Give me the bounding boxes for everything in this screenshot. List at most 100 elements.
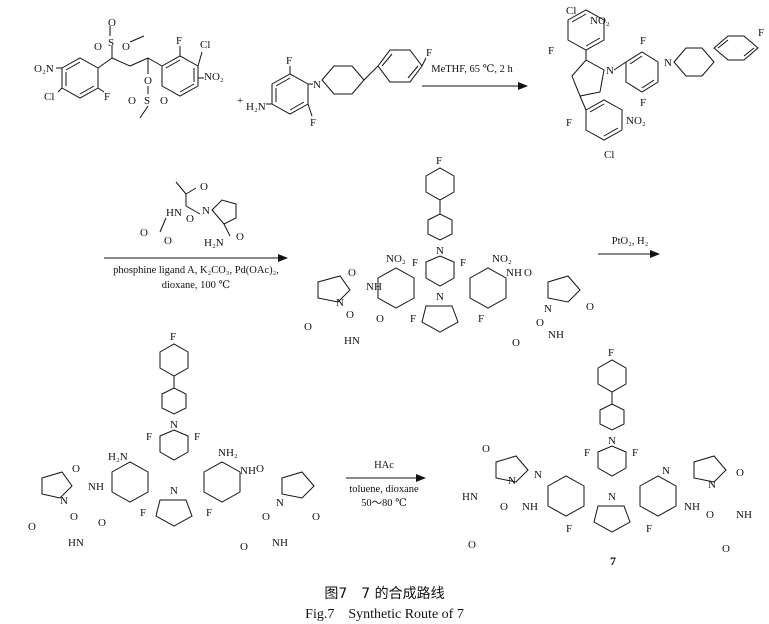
atom-o-int2-right: O bbox=[524, 267, 532, 279]
step2-condition-2: dioxane, 100 ℃ bbox=[162, 280, 231, 291]
atom-o-int3-left-carb: O bbox=[98, 517, 106, 529]
atom-o-int3-left-methoxy: O bbox=[28, 521, 36, 533]
intermediate-bis-nitro: F N F F N NO₂ F NH O N O O HN O NO₂ F NH… bbox=[304, 155, 594, 349]
step4-condition-1: HAc bbox=[374, 460, 394, 471]
atom-f-left: F bbox=[104, 91, 110, 103]
figure-caption-chinese: 图7 7 的合成路线 bbox=[324, 586, 445, 602]
step2-arrow: phosphine ligand A, K₂CO₃, Pd(OAc)₂, dio… bbox=[104, 254, 288, 291]
atom-nitro-left: O₂N bbox=[34, 63, 54, 75]
atom-o-int2-left-methoxy: O bbox=[304, 321, 312, 333]
atom-f-int3-right: F bbox=[206, 507, 212, 519]
reactant-aniline: H₂N F F N F bbox=[246, 47, 432, 129]
step4-arrow: HAc toluene, dioxane 50～80 ℃ bbox=[346, 460, 426, 509]
atom-o-int3-left: O bbox=[72, 463, 80, 475]
atom-f-int3-b: F bbox=[194, 431, 200, 443]
step3-condition-1: PtO₂, H₂ bbox=[612, 236, 649, 247]
atom-o-sulfone-2: O bbox=[122, 41, 130, 53]
atom-hn-reagent: HN bbox=[166, 207, 182, 219]
atom-nh-p7-right: NH bbox=[736, 509, 752, 521]
atom-o-carbamate-1: O bbox=[164, 235, 172, 247]
atom-o-int2-right-carb: O bbox=[512, 337, 520, 349]
atom-nh-bim-left: NH bbox=[522, 501, 538, 513]
atom-o-p7-left-carb: O bbox=[468, 539, 476, 551]
atom-o-p7-left: O bbox=[500, 501, 508, 513]
atom-f-top-right: F bbox=[758, 27, 764, 39]
atom-n-pyr-p7: N bbox=[608, 491, 616, 503]
reactant-dimesylate: O₂N Cl F O S O O O S O O F Cl NO₂ bbox=[34, 17, 224, 119]
atom-n-int3-right-pro: N bbox=[276, 497, 284, 509]
atom-o-int2-left: O bbox=[348, 267, 356, 279]
atom-o-int2-left-carb: O bbox=[376, 313, 384, 325]
atom-o-mesylate: O bbox=[144, 75, 152, 87]
atom-o-int2-right-2: O bbox=[536, 317, 544, 329]
atom-h2n-reagent: H₂N bbox=[204, 237, 224, 249]
atom-n-pyr-int2: N bbox=[436, 291, 444, 303]
atom-o-methoxy-reagent: O bbox=[200, 181, 208, 193]
atom-nh-int2-left: NH bbox=[366, 281, 382, 293]
atom-cl-left: Cl bbox=[44, 91, 54, 103]
atom-nitro-int2-left: NO₂ bbox=[386, 253, 406, 265]
atom-o-mesylate-3: O bbox=[160, 95, 168, 107]
atom-f-int2-top: F bbox=[436, 155, 442, 167]
atom-nitro-int2-right: NO₂ bbox=[492, 253, 512, 265]
atom-hn-int3-left: HN bbox=[68, 537, 84, 549]
atom-n-pip-top: N bbox=[664, 57, 672, 69]
atom-o-int2-right-methoxy: O bbox=[586, 301, 594, 313]
atom-f-phenyl-b: F bbox=[426, 47, 432, 59]
product-pyrrolidine: Cl NO₂ F N F F N F F NO₂ Cl bbox=[548, 5, 764, 161]
atom-o-int3-right-carb: O bbox=[240, 541, 248, 553]
atom-hn-int2-left: HN bbox=[344, 335, 360, 347]
atom-f-aniline-1: F bbox=[286, 55, 292, 67]
atom-cl-top: Cl bbox=[566, 5, 576, 17]
atom-o-int3-right-methoxy: O bbox=[312, 511, 320, 523]
atom-o-p7-right: O bbox=[706, 509, 714, 521]
plus-sign: + bbox=[237, 95, 243, 107]
atom-f-p7-top: F bbox=[608, 347, 614, 359]
atom-s-sulfone: S bbox=[108, 37, 114, 49]
atom-f-right: F bbox=[176, 35, 182, 47]
atom-o-p7-right-carb: O bbox=[722, 543, 730, 555]
atom-n-pip-p7: N bbox=[608, 435, 616, 447]
step3-arrow: PtO₂, H₂ bbox=[598, 236, 660, 258]
atom-f-int2-b: F bbox=[460, 257, 466, 269]
atom-n-pro-reagent: N bbox=[202, 205, 210, 217]
atom-n-int3-left-pro: N bbox=[60, 495, 68, 507]
atom-nh-int3-right: NH bbox=[240, 465, 256, 477]
atom-f-int3-top: F bbox=[170, 331, 176, 343]
atom-s-mesylate: S bbox=[144, 95, 150, 107]
step1-condition-1: MeTHF, 65 ℃, 2 h bbox=[431, 64, 513, 75]
atom-nitro-top: NO₂ bbox=[590, 15, 610, 27]
atom-n-bim-left: N bbox=[534, 469, 542, 481]
atom-n-pip-int2: N bbox=[436, 245, 444, 257]
atom-f-p7-b: F bbox=[632, 447, 638, 459]
step4-condition-2: toluene, dioxane bbox=[349, 484, 419, 495]
step1-arrow: MeTHF, 65 ℃, 2 h bbox=[422, 64, 528, 90]
atom-o-carbamate-2: O bbox=[140, 227, 148, 239]
atom-o-int3-right: O bbox=[256, 463, 264, 475]
product-7: F N F F N F N NH N O O HN O F N NH N O O… bbox=[462, 347, 752, 555]
atom-nh-int3-right: NH bbox=[272, 537, 288, 549]
step2-condition-1: phosphine ligand A, K₂CO₃, Pd(OAc)₂, bbox=[113, 265, 279, 276]
atom-n-pyr-int3: N bbox=[170, 485, 178, 497]
atom-h2n-int3-left: H₂N bbox=[108, 451, 128, 463]
atom-o-int3-right-2: O bbox=[262, 511, 270, 523]
atom-f-difluoro-1: F bbox=[640, 35, 646, 47]
atom-o-carbamoyl: O bbox=[236, 231, 244, 243]
step4-condition-3: 50～80 ℃ bbox=[361, 498, 407, 509]
atom-f-aniline-2: F bbox=[310, 117, 316, 129]
atom-nh-bim-right: NH bbox=[684, 501, 700, 513]
atom-f-int2-right: F bbox=[478, 313, 484, 325]
atom-o-sulfone-1: O bbox=[94, 41, 102, 53]
atom-n-int2-left-pro: N bbox=[336, 297, 344, 309]
atom-f-p7-a: F bbox=[584, 447, 590, 459]
compound-7-label: 7 bbox=[610, 554, 616, 568]
intermediate-bis-amine: F N F F N H₂N F NH O N O O HN O NH₂ F NH… bbox=[28, 331, 320, 553]
atom-n-piperidine: N bbox=[313, 79, 321, 91]
atom-n-pip-int3: N bbox=[170, 419, 178, 431]
reagent-prolinamide: O HN O N H₂N O O O bbox=[140, 181, 244, 249]
atom-nh-int2-right: NH bbox=[506, 267, 522, 279]
atom-o-p7-left-methoxy: O bbox=[482, 443, 490, 455]
atom-cl-lower: Cl bbox=[604, 149, 614, 161]
atom-f-p7-left: F bbox=[566, 523, 572, 535]
